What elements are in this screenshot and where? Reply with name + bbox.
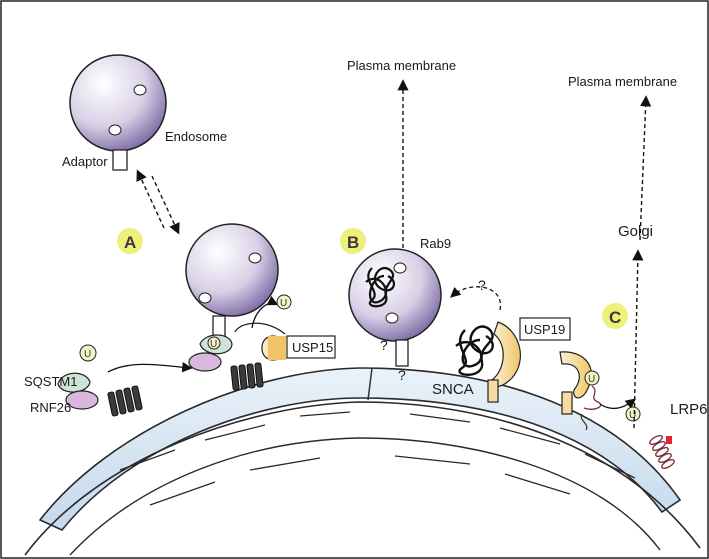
rab9-label: Rab9 [420, 236, 451, 251]
panel-a-badge: A [117, 228, 143, 254]
svg-text:U: U [84, 349, 91, 360]
sqstm1-rnf26-free [57, 372, 99, 410]
sqstm1-label: SQSTM1 [24, 374, 77, 389]
ub-release-arrow-a [251, 295, 279, 329]
golgi-label: Golgi [618, 223, 653, 240]
svg-text:B: B [347, 233, 359, 252]
panel-b-badge: B [340, 228, 366, 254]
ubiquitin-free-a: U [79, 344, 97, 362]
usp19-protein [487, 321, 521, 403]
lrp6-label: LRP6 [670, 401, 708, 418]
question-mark-1: ? [380, 337, 388, 353]
lrp6-receptor [649, 434, 675, 470]
snca-aggregate [455, 325, 494, 376]
ub-release-arrow-c [599, 398, 637, 410]
usp19-label: USP19 [524, 322, 565, 337]
er-to-golgi-arrow [632, 249, 644, 429]
transport-arrows-a [136, 169, 180, 235]
endosome-top [69, 54, 167, 171]
svg-text:U: U [210, 339, 217, 350]
svg-text:U: U [629, 410, 636, 421]
lrp6-marker [666, 436, 672, 444]
ubiquitin-released-c: U [625, 406, 641, 422]
golgi-to-pm-arrow [639, 95, 652, 241]
snca-label: SNCA [432, 381, 474, 398]
usp19-protein-2 [559, 351, 592, 415]
svg-text:A: A [124, 233, 136, 252]
usp15-box [286, 335, 336, 359]
question-mark-3: ? [478, 277, 486, 293]
adaptor-complex-a: U [188, 334, 233, 372]
snca-to-endosome-arrow [450, 286, 502, 311]
svg-text:U: U [280, 298, 287, 309]
svg-text:U: U [588, 374, 595, 385]
ubiquitin-released-a: U [276, 294, 292, 310]
rnf26-label: RNF26 [30, 400, 71, 415]
adaptor-label: Adaptor [62, 154, 108, 169]
usp15-label: USP15 [292, 340, 333, 355]
ubiquitin-substrate: U [580, 370, 602, 431]
endosome-b [348, 248, 442, 367]
panel-c-badge: C [602, 303, 628, 329]
snca-aggregate-inside [365, 267, 395, 308]
ub-add-arrow-a [107, 362, 193, 373]
rnf26-transmembrane-2 [230, 362, 264, 391]
plasma-membrane-b-label: Plasma membrane [347, 58, 456, 73]
endosome-label: Endosome [165, 129, 227, 144]
plasma-membrane-c-label: Plasma membrane [568, 74, 677, 89]
usp15-protein [234, 322, 286, 361]
usp19-box [519, 317, 571, 341]
question-mark-2: ? [398, 367, 406, 383]
rnf26-transmembrane [107, 385, 143, 417]
svg-text:C: C [609, 308, 621, 327]
